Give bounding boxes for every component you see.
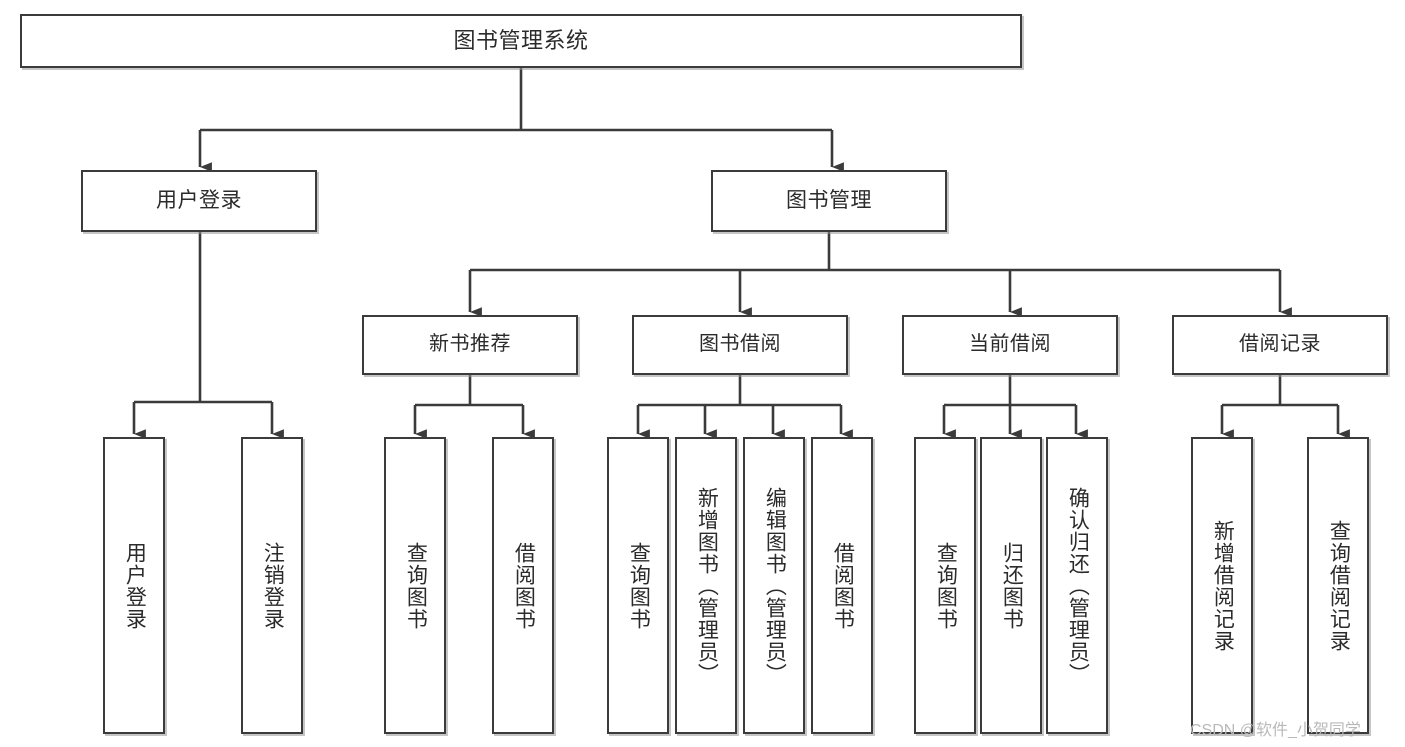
node-label: 用户登录 [123, 541, 147, 630]
leaf-current-return-book[interactable]: 归还图书 [980, 437, 1042, 734]
leaf-record-add-borrow-record[interactable]: 新增借阅记录 [1191, 437, 1253, 734]
leaf-borrow-query-book[interactable]: 查询图书 [607, 437, 669, 734]
node-label: 查询图书 [404, 541, 428, 630]
node-label: 查询借阅记录 [1327, 519, 1351, 652]
node-label: 新增借阅记录 [1211, 519, 1235, 652]
node-label: 查询图书 [934, 541, 958, 630]
node-label: 编辑图书（管理员） [763, 486, 787, 685]
leaf-borrow-borrow-book[interactable]: 借阅图书 [811, 437, 873, 734]
node-label: 新增图书（管理员） [695, 486, 719, 685]
csdn-watermark: CSDN @软件_小贺同学 [1190, 722, 1361, 739]
node-label: 借阅记录 [1239, 333, 1321, 356]
node-book-borrow[interactable]: 图书借阅 [632, 315, 848, 375]
leaf-user-login[interactable]: 用户登录 [103, 437, 165, 734]
node-label: 注销登录 [261, 541, 285, 630]
leaf-record-query-borrow-record[interactable]: 查询借阅记录 [1307, 437, 1369, 734]
node-label: 图书管理 [786, 188, 872, 212]
leaf-logout[interactable]: 注销登录 [241, 437, 303, 734]
leaf-current-confirm-return-admin[interactable]: 确认归还（管理员） [1046, 437, 1108, 734]
node-label: 图书借阅 [699, 333, 781, 356]
leaf-recommend-query-book[interactable]: 查询图书 [384, 437, 446, 734]
node-root-system[interactable]: 图书管理系统 [20, 14, 1022, 68]
node-borrow-record[interactable]: 借阅记录 [1172, 315, 1388, 375]
node-label: 确认归还（管理员） [1066, 486, 1090, 685]
leaf-current-query-book[interactable]: 查询图书 [914, 437, 976, 734]
node-user-login[interactable]: 用户登录 [81, 170, 317, 232]
node-new-book-recommend[interactable]: 新书推荐 [362, 315, 578, 375]
node-label: 新书推荐 [429, 333, 511, 356]
leaf-borrow-edit-book-admin[interactable]: 编辑图书（管理员） [743, 437, 805, 734]
node-label: 图书管理系统 [453, 27, 589, 53]
node-label: 用户登录 [156, 188, 242, 212]
leaf-recommend-borrow-book[interactable]: 借阅图书 [492, 437, 554, 734]
node-label: 借阅图书 [831, 541, 855, 630]
leaf-borrow-add-book-admin[interactable]: 新增图书（管理员） [675, 437, 737, 734]
node-label: 归还图书 [1000, 541, 1024, 630]
node-label: 当前借阅 [969, 333, 1051, 356]
node-label: 借阅图书 [512, 541, 536, 630]
node-current-borrow[interactable]: 当前借阅 [902, 315, 1118, 375]
node-book-management[interactable]: 图书管理 [711, 170, 947, 232]
node-label: 查询图书 [627, 541, 651, 630]
